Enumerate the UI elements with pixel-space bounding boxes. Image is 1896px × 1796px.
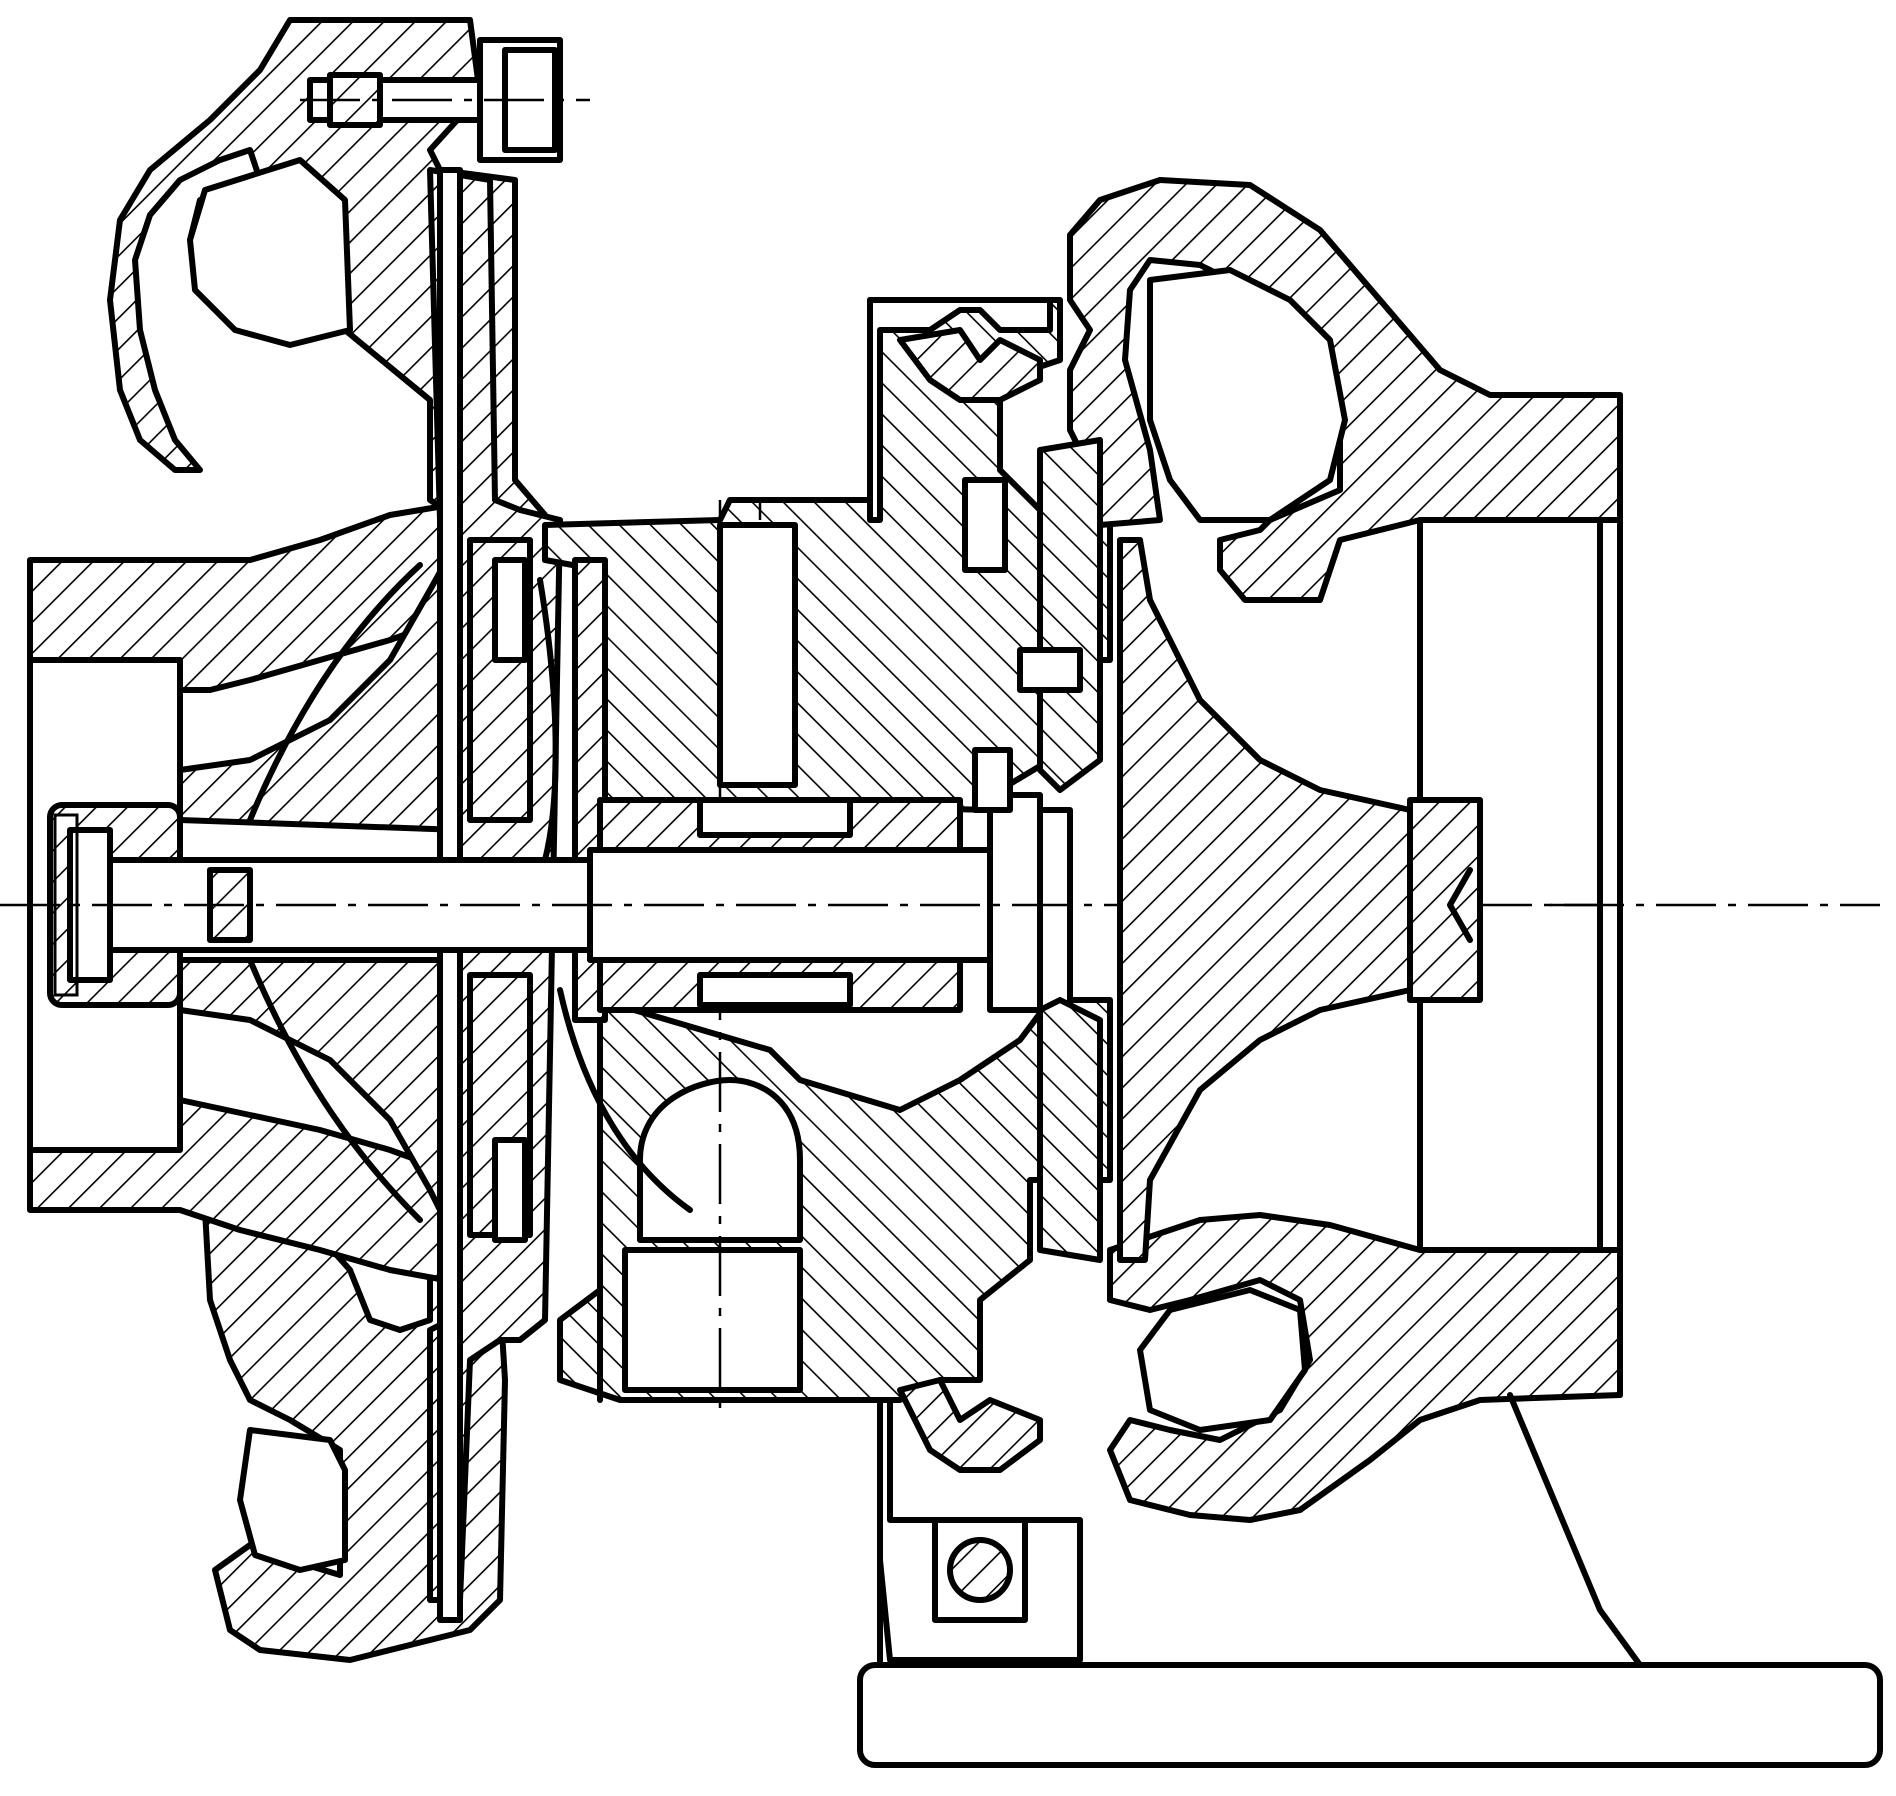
- v-band-clamp-bottom: [877, 1377, 1083, 1663]
- mounting-foot: [857, 1392, 1883, 1768]
- center-lines: [758, 500, 1600, 907]
- turbine-housing: [1067, 177, 1623, 1523]
- rotor-shaft: [0, 792, 1880, 1013]
- heat-shield: [962, 437, 1103, 1263]
- clamp-bolt: [300, 37, 590, 163]
- compressor-wheel: [177, 542, 463, 1243]
- v-band-clamp-top: [867, 297, 1053, 523]
- thrust-bearing: [467, 537, 693, 1243]
- turbine-wheel: [1117, 537, 1483, 1263]
